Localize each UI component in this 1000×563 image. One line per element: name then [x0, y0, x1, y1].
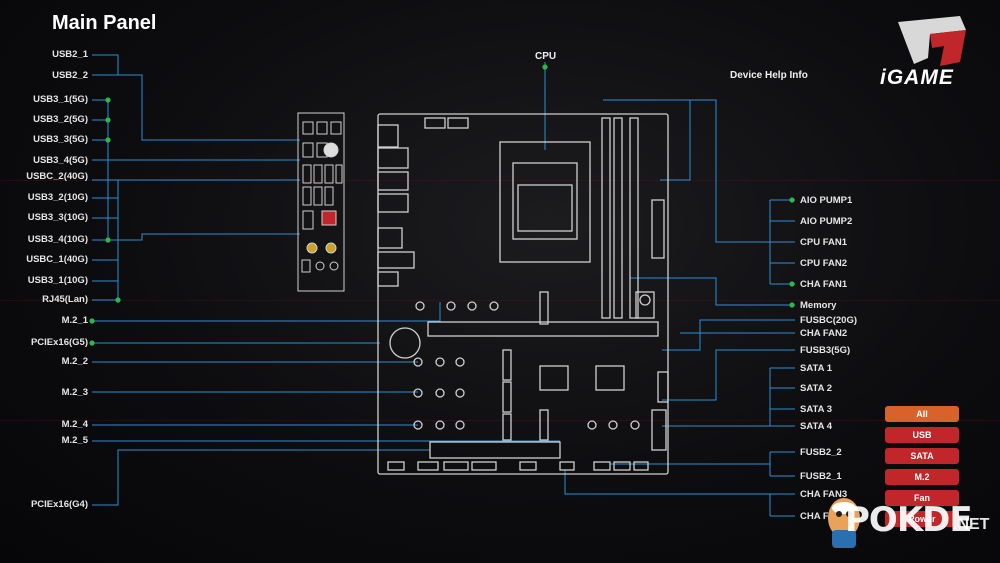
label-sata-1[interactable]: SATA 1: [800, 363, 833, 374]
watermark-suffix: .NET: [953, 516, 990, 533]
label-memory[interactable]: Memory: [800, 300, 837, 311]
label-cha-fan1[interactable]: CHA FAN1: [800, 279, 848, 290]
label-fusb2-1[interactable]: FUSB2_1: [800, 471, 842, 482]
label-fusb3-5g[interactable]: FUSB3(5G): [800, 345, 851, 356]
label-m2-2[interactable]: M.2_2: [61, 356, 88, 367]
label-usb3-2-10g[interactable]: USB3_2(10G): [27, 192, 88, 203]
label-m2-5[interactable]: M.2_5: [61, 435, 88, 446]
label-cpu-fan1[interactable]: CPU FAN1: [800, 237, 847, 248]
watermark-text: POKDE: [845, 500, 973, 540]
label-usb3-3-10g[interactable]: USB3_3(10G): [27, 212, 88, 223]
label-aio-pump1[interactable]: AIO PUMP1: [800, 195, 853, 206]
filter-all-button[interactable]: All: [885, 406, 959, 422]
filter-power-button[interactable]: Power: [885, 511, 959, 527]
cpu-label[interactable]: CPU: [535, 51, 557, 62]
label-sata-4[interactable]: SATA 4: [800, 421, 833, 432]
label-usb3-2-5g[interactable]: USB3_2(5G): [33, 114, 88, 125]
label-pciex16-g5[interactable]: PCIEx16(G5): [30, 337, 88, 348]
label-fusbc-20g[interactable]: FUSBC(20G): [800, 315, 858, 326]
label-cha-fan4[interactable]: CHA FAN4: [800, 511, 848, 522]
igame-logo-text: iGAME: [880, 66, 954, 89]
filter-usb-button[interactable]: USB: [885, 427, 959, 443]
filter-sata-button[interactable]: SATA: [885, 448, 959, 464]
label-m2-3[interactable]: M.2_3: [61, 387, 88, 398]
label-fusb2-2[interactable]: FUSB2_2: [800, 447, 842, 458]
label-usb3-3-5g[interactable]: USB3_3(5G): [33, 134, 88, 145]
label-usb3-1-5g[interactable]: USB3_1(5G): [33, 94, 88, 105]
label-usb3-4-10g[interactable]: USB3_4(10G): [27, 234, 88, 245]
device-help-info-link[interactable]: Device Help Info: [730, 70, 808, 81]
label-sata-2[interactable]: SATA 2: [800, 383, 833, 394]
label-m2-1[interactable]: M.2_1: [61, 315, 88, 326]
label-usb3-4-5g[interactable]: USB3_4(5G): [33, 155, 88, 166]
label-usb2-2[interactable]: USB2_2: [52, 70, 88, 81]
label-cha-fan2[interactable]: CHA FAN2: [800, 328, 848, 339]
filter-m2-button[interactable]: M.2: [885, 469, 959, 485]
background-line: [0, 420, 1000, 421]
label-usb3-1-10g[interactable]: USB3_1(10G): [27, 275, 88, 286]
pokde-mascot-icon: [828, 498, 860, 548]
label-m2-4[interactable]: M.2_4: [61, 419, 88, 430]
label-usbc-1-40g[interactable]: USBC_1(40G): [26, 254, 88, 265]
label-aio-pump2[interactable]: AIO PUMP2: [800, 216, 853, 227]
label-usb2-1[interactable]: USB2_1: [52, 49, 88, 60]
igame-logo: [898, 16, 966, 66]
filter-fan-button[interactable]: Fan: [885, 490, 959, 506]
background-line: [0, 300, 1000, 301]
label-usbc-2-40g[interactable]: USBC_2(40G): [26, 171, 88, 182]
label-cpu-fan2[interactable]: CPU FAN2: [800, 258, 847, 269]
label-cha-fan3[interactable]: CHA FAN3: [800, 489, 848, 500]
label-pciex16-g4[interactable]: PCIEx16(G4): [30, 499, 88, 510]
label-rj45-lan[interactable]: RJ45(Lan): [42, 294, 88, 305]
label-sata-3[interactable]: SATA 3: [800, 404, 833, 415]
page-title: Main Panel: [52, 12, 157, 34]
